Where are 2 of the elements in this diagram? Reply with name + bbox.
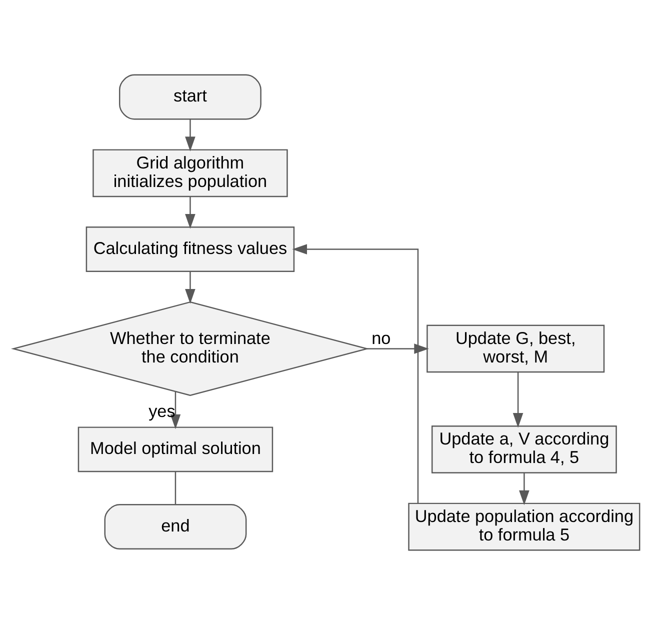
edge-label: yes [148, 400, 176, 421]
edge-label: no [372, 328, 391, 348]
